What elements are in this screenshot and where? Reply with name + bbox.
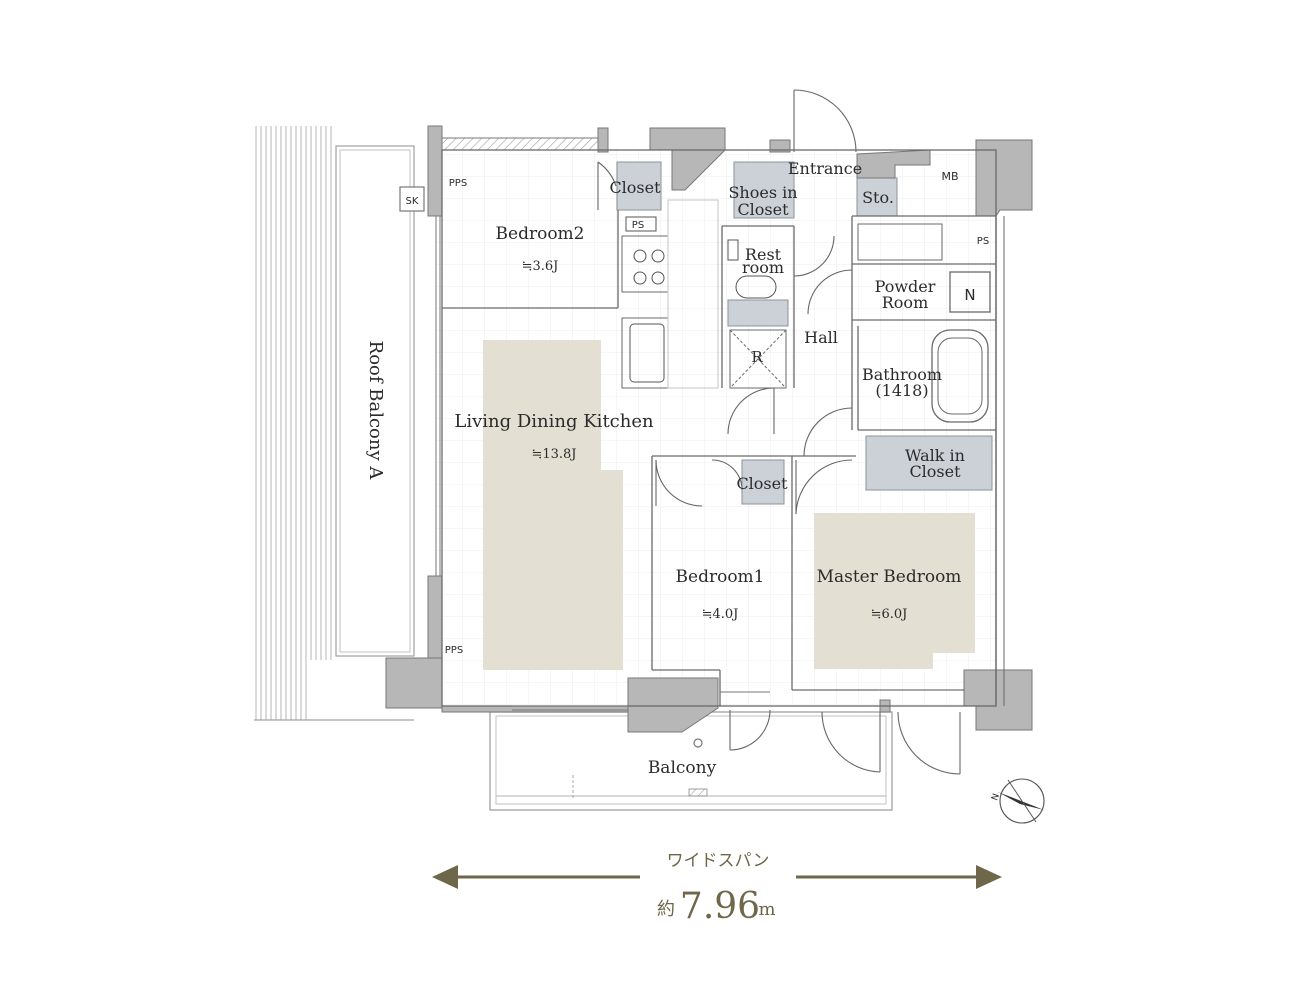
- fridge-label: R: [751, 348, 763, 366]
- bathroom-label-2: (1418): [875, 381, 928, 400]
- doors: [597, 89, 961, 775]
- ldk-size: ≒13.8J: [531, 447, 576, 462]
- kitchen-fixtures: [625, 216, 777, 383]
- bedroom1-label: Bedroom1: [676, 567, 765, 587]
- shoes-closet-label-1: Shoes in: [728, 183, 797, 202]
- svg-text:N: N: [990, 792, 1002, 802]
- closet-b1-label: Closet: [736, 474, 788, 493]
- ps-kitchen-label: PS: [632, 220, 644, 231]
- walls: [385, 125, 1033, 733]
- ldk-label: Living Dining Kitchen: [454, 411, 654, 432]
- span-label: ワイドスパン: [667, 851, 770, 871]
- compass-icon: N: [990, 778, 1045, 824]
- powder-room-label-2: Room: [882, 293, 928, 312]
- arrow-left-icon: [432, 865, 458, 889]
- windows: [435, 216, 962, 711]
- n-mark-label: N: [964, 286, 975, 304]
- span-prefix: 約: [657, 899, 675, 920]
- powder-room-label-1: Powder: [875, 277, 936, 296]
- shoes-closet-label-2: Closet: [737, 200, 789, 219]
- restroom-label-2: room: [742, 258, 784, 277]
- room-labels: Bedroom2 ≒3.6J Closet Shoes in Closet En…: [454, 159, 975, 622]
- roof-balcony-label: Roof Balcony A: [365, 341, 386, 481]
- walk-in-closet-label-2: Closet: [909, 462, 961, 481]
- restroom-label-1: Rest: [745, 245, 782, 264]
- master-highlight: [814, 513, 975, 653]
- bathroom-label-1: Bathroom: [862, 365, 942, 384]
- span-value: 7.96: [680, 886, 760, 927]
- span-unit: m: [758, 899, 775, 920]
- mb-label: MB: [941, 170, 958, 183]
- walk-in-closet-label-1: Walk in: [905, 446, 965, 465]
- bedroom1-size: ≒4.0J: [702, 607, 739, 622]
- room-borders: [441, 149, 1005, 707]
- hall-label: Hall: [804, 328, 838, 347]
- arrow-right-icon: [976, 865, 1002, 889]
- pps-bottom-label: PPS: [445, 645, 463, 656]
- balcony: Balcony: [489, 711, 893, 811]
- equipment-tags: PPS PPS PS PS: [445, 178, 989, 656]
- bedroom2-size: ≒3.6J: [522, 259, 559, 274]
- sk-label: SK: [406, 196, 419, 207]
- master-bedroom-label: Master Bedroom: [817, 567, 962, 587]
- master-bedroom-size: ≒6.0J: [871, 607, 908, 622]
- pps-top-label: PPS: [449, 178, 467, 189]
- closets: [616, 161, 993, 505]
- sk-box: [399, 186, 425, 212]
- balcony-label: Balcony: [648, 758, 717, 778]
- ps-right-label: PS: [977, 236, 989, 247]
- span-dimension: ワイドスパン 約 7.96 m: [432, 851, 1002, 927]
- bedroom2-label: Bedroom2: [496, 224, 585, 244]
- ldk-highlight: [483, 340, 601, 670]
- roof-balcony: SK Roof Balcony A: [254, 126, 425, 721]
- storage-label: Sto.: [862, 188, 894, 207]
- entrance-label: Entrance: [788, 159, 862, 178]
- closet-b2-label: Closet: [609, 178, 661, 197]
